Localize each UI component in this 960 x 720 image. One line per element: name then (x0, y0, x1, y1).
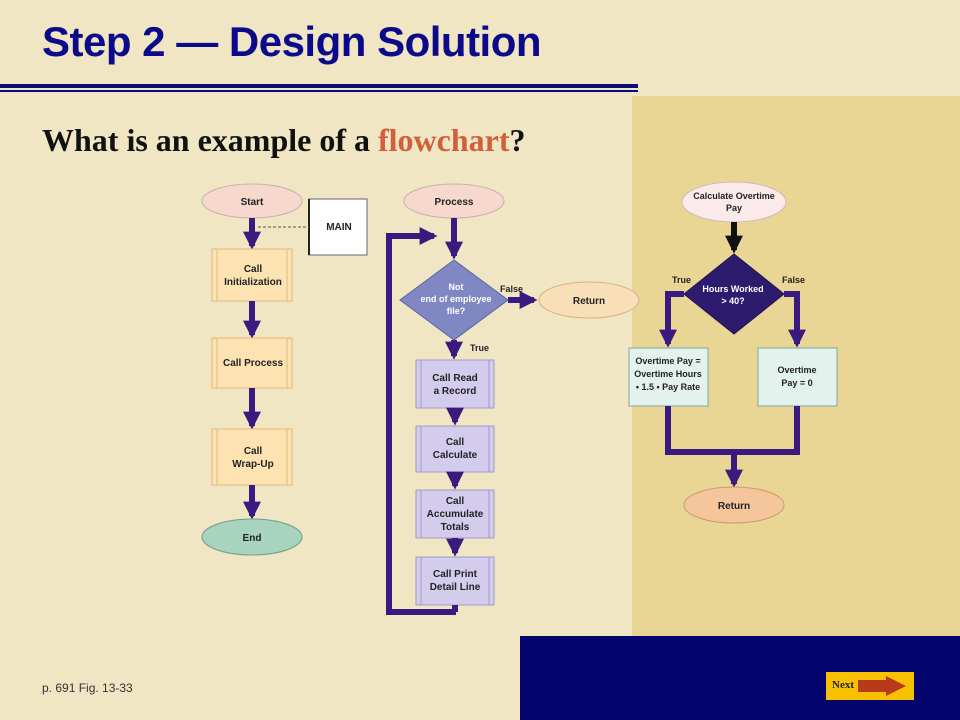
overtime-zero-label-1: Overtime (777, 365, 816, 375)
return-label: Return (573, 296, 605, 307)
main-flow: Start MAIN Call Initialization Call Proc… (201, 183, 368, 556)
call-initialization-label-1: Call (244, 264, 263, 275)
question-prefix: What is an example of a (42, 122, 378, 158)
call-read-label-1: Call Read (432, 373, 478, 384)
false-label: False (500, 284, 523, 294)
process-label: Process (435, 197, 474, 208)
call-accumulate-label-3: Totals (441, 522, 470, 533)
call-accumulate-label-2: Accumulate (427, 509, 484, 520)
call-process-label: Call Process (223, 358, 283, 369)
call-print-box (415, 556, 495, 606)
decision-label-3: file? (447, 306, 466, 316)
overtime-zero-label-2: Pay = 0 (781, 378, 812, 388)
slide-title: Step 2 — Design Solution (42, 18, 542, 65)
question-heading: What is an example of a flowchart? (42, 122, 526, 159)
title-underline (0, 84, 638, 88)
end-terminal (201, 518, 303, 556)
next-arrow-icon (858, 676, 906, 696)
true-branch-arrow (659, 291, 684, 348)
call-calculate-box (415, 425, 495, 473)
call-wrapup-box (211, 428, 293, 486)
next-button-label: Next (832, 679, 854, 691)
main-module-box (308, 198, 368, 256)
call-print-label-2: Detail Line (430, 582, 481, 593)
overtime-formula-label-1: Overtime Pay = (635, 356, 700, 366)
call-calculate-label-2: Calculate (433, 450, 478, 461)
title-underline-thin (0, 90, 638, 92)
start-label: Start (241, 197, 264, 208)
hours-worked-decision (683, 253, 785, 335)
next-button[interactable]: Next (826, 672, 914, 700)
figure-caption: p. 691 Fig. 13-33 (42, 681, 133, 695)
overtime-formula-label-3: • 1.5 • Pay Rate (636, 382, 700, 392)
process-flow: Process Not end of employee file? False … (386, 183, 640, 615)
call-read-label-2: a Record (434, 386, 477, 397)
hours-decision-label-1: Hours Worked (702, 284, 763, 294)
call-read-box (415, 359, 495, 409)
call-process-box (211, 337, 293, 389)
end-label: End (243, 533, 262, 544)
call-initialization-box (211, 248, 293, 302)
call-wrapup-label-1: Call (244, 446, 263, 457)
question-accent-word: flowchart (378, 122, 510, 158)
call-initialization-label-2: Initialization (224, 277, 282, 288)
question-suffix: ? (509, 122, 526, 158)
calculate-overtime-terminal (681, 181, 787, 223)
call-print-label-1: Call Print (433, 569, 478, 580)
overtime-false-label: False (782, 275, 805, 285)
true-label: True (470, 343, 489, 353)
call-wrapup-label-2: Wrap-Up (232, 459, 273, 470)
decision-label-1: Not (449, 282, 464, 292)
main-module-label: MAIN (326, 222, 352, 233)
call-calculate-label-1: Call (446, 437, 465, 448)
call-accumulate-label-1: Call (446, 496, 465, 507)
overtime-true-label: True (672, 275, 691, 285)
overtime-formula-label-2: Overtime Hours (634, 369, 702, 379)
false-branch-arrow (784, 291, 806, 348)
decision-label-2: end of employee (420, 294, 491, 304)
overtime-return-terminal (683, 486, 785, 524)
overtime-flow: Calculate Overtime Pay Hours Worked > 40… (628, 181, 838, 524)
hours-decision-label-2: > 40? (721, 296, 744, 306)
overtime-zero-box (757, 347, 838, 407)
loop-back-arrow (386, 227, 456, 615)
overtime-pay-formula-box (628, 347, 709, 407)
return-terminal (538, 281, 640, 319)
merge-connector (665, 406, 800, 455)
call-accumulate-box (415, 489, 495, 539)
calculate-overtime-label-1: Calculate Overtime (693, 191, 775, 201)
overtime-return-label: Return (718, 501, 750, 512)
calculate-overtime-label-2: Pay (726, 203, 742, 213)
